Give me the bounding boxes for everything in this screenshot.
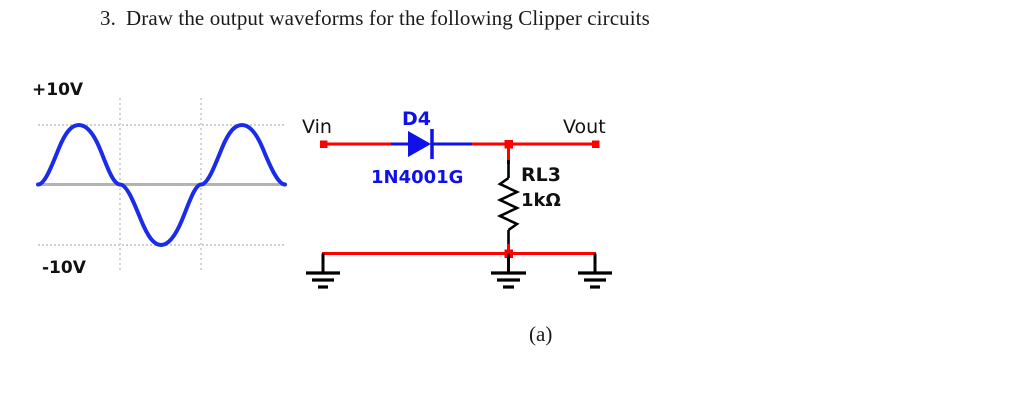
waveform-label-minus-10v: -10V [42, 258, 86, 278]
ground-symbol-center [491, 253, 526, 289]
question-text: Draw the output waveforms for the follow… [126, 6, 650, 30]
label-resistor-value: 1kΩ [521, 190, 561, 211]
label-vin: Vin [302, 116, 332, 138]
terminal-dot-vout [592, 140, 600, 148]
diode-triangle-icon [408, 131, 431, 157]
ground-symbol-right [578, 253, 612, 289]
waveform-label-plus-10v: +10V [32, 80, 84, 100]
label-diode-part-number: 1N4001G [371, 167, 464, 188]
waveform-svg [36, 98, 287, 270]
terminal-dot-vin [320, 140, 328, 148]
circuit-svg [306, 129, 612, 289]
question-number: 3. [100, 6, 116, 30]
label-resistor-ref: RL3 [521, 164, 561, 186]
question-heading: 3. Draw the output waveforms for the foll… [100, 6, 650, 31]
label-vout: Vout [563, 116, 606, 138]
figure-caption: (a) [529, 322, 553, 346]
label-diode-ref: D4 [402, 108, 431, 130]
ground-symbol-left [306, 253, 340, 289]
input-waveform-chart [0, 70, 300, 300]
resistor-zigzag-body [496, 176, 521, 232]
sine-wave-trace [36, 122, 287, 248]
clipper-circuit-schematic [290, 100, 650, 310]
